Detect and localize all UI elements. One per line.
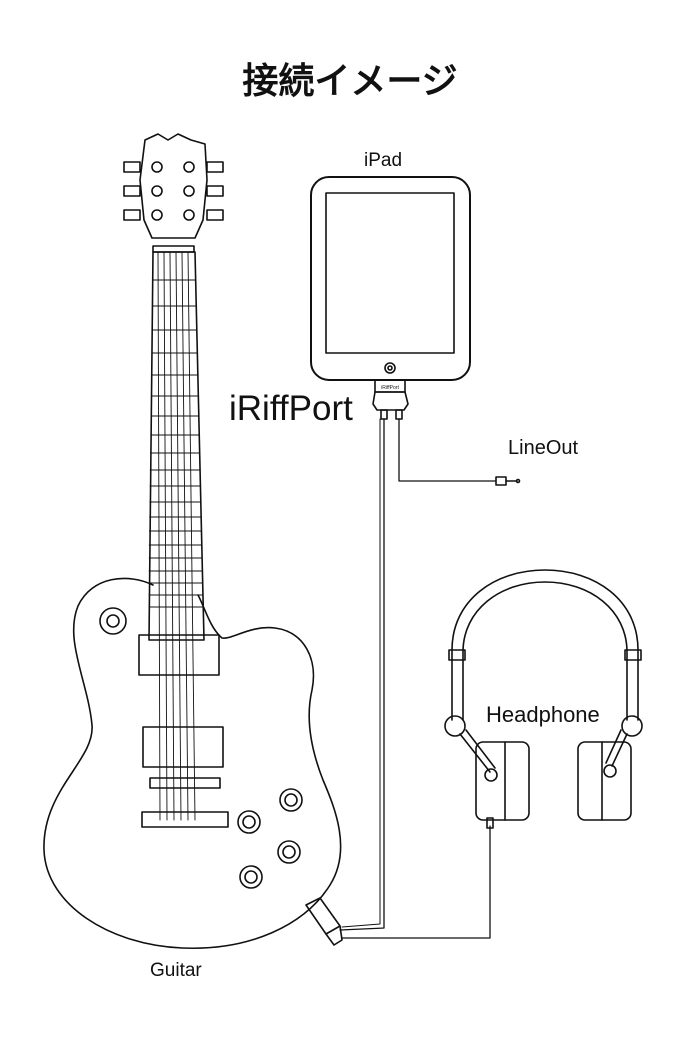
headphone-band — [452, 570, 638, 720]
guitar-frets — [149, 280, 203, 607]
headphone-cable — [342, 826, 490, 938]
iriffport-plug-a — [381, 410, 387, 419]
lineout-plug-icon — [496, 477, 520, 485]
guitar-neck — [149, 252, 204, 640]
cables — [340, 419, 496, 938]
headphone-label: Headphone — [486, 702, 600, 727]
headphone-cup-right — [578, 742, 631, 820]
guitar-knobs — [238, 789, 302, 888]
guitar-icon — [44, 134, 342, 948]
headphone-cup-left — [476, 742, 529, 820]
headphone-icon — [445, 570, 642, 828]
guitar-strings — [158, 252, 195, 820]
guitar-bridge — [150, 778, 220, 788]
headphone-hinge-left — [445, 716, 465, 736]
ipad-home-button — [385, 363, 395, 373]
iriffport-device-icon: iRiffPort — [373, 380, 408, 419]
guitar-jack-plug — [306, 898, 342, 945]
ipad-label: iPad — [364, 150, 403, 171]
diagram-title: 接続イメージ — [242, 61, 458, 102]
guitar-nut — [153, 246, 194, 252]
bridge-pickup — [143, 727, 223, 767]
lineout-label: LineOut — [508, 437, 579, 459]
guitar-headstock — [140, 134, 207, 238]
guitar-body — [44, 578, 341, 948]
guitar-tailpiece — [142, 812, 228, 827]
tuning-pegs — [124, 162, 223, 220]
guitar-cable — [340, 419, 384, 930]
ipad-screen — [326, 193, 454, 353]
iriffport-print: iRiffPort — [381, 385, 399, 391]
guitar-selector — [100, 608, 126, 634]
headphone-hinge-right — [622, 716, 642, 736]
iriffport-body — [373, 392, 408, 410]
lineout-cable — [399, 419, 496, 481]
ipad-icon — [311, 177, 470, 380]
iriffport-plug-b — [396, 410, 402, 419]
iriffport-label: iRiffPort — [229, 389, 353, 428]
guitar-label: Guitar — [150, 960, 202, 981]
